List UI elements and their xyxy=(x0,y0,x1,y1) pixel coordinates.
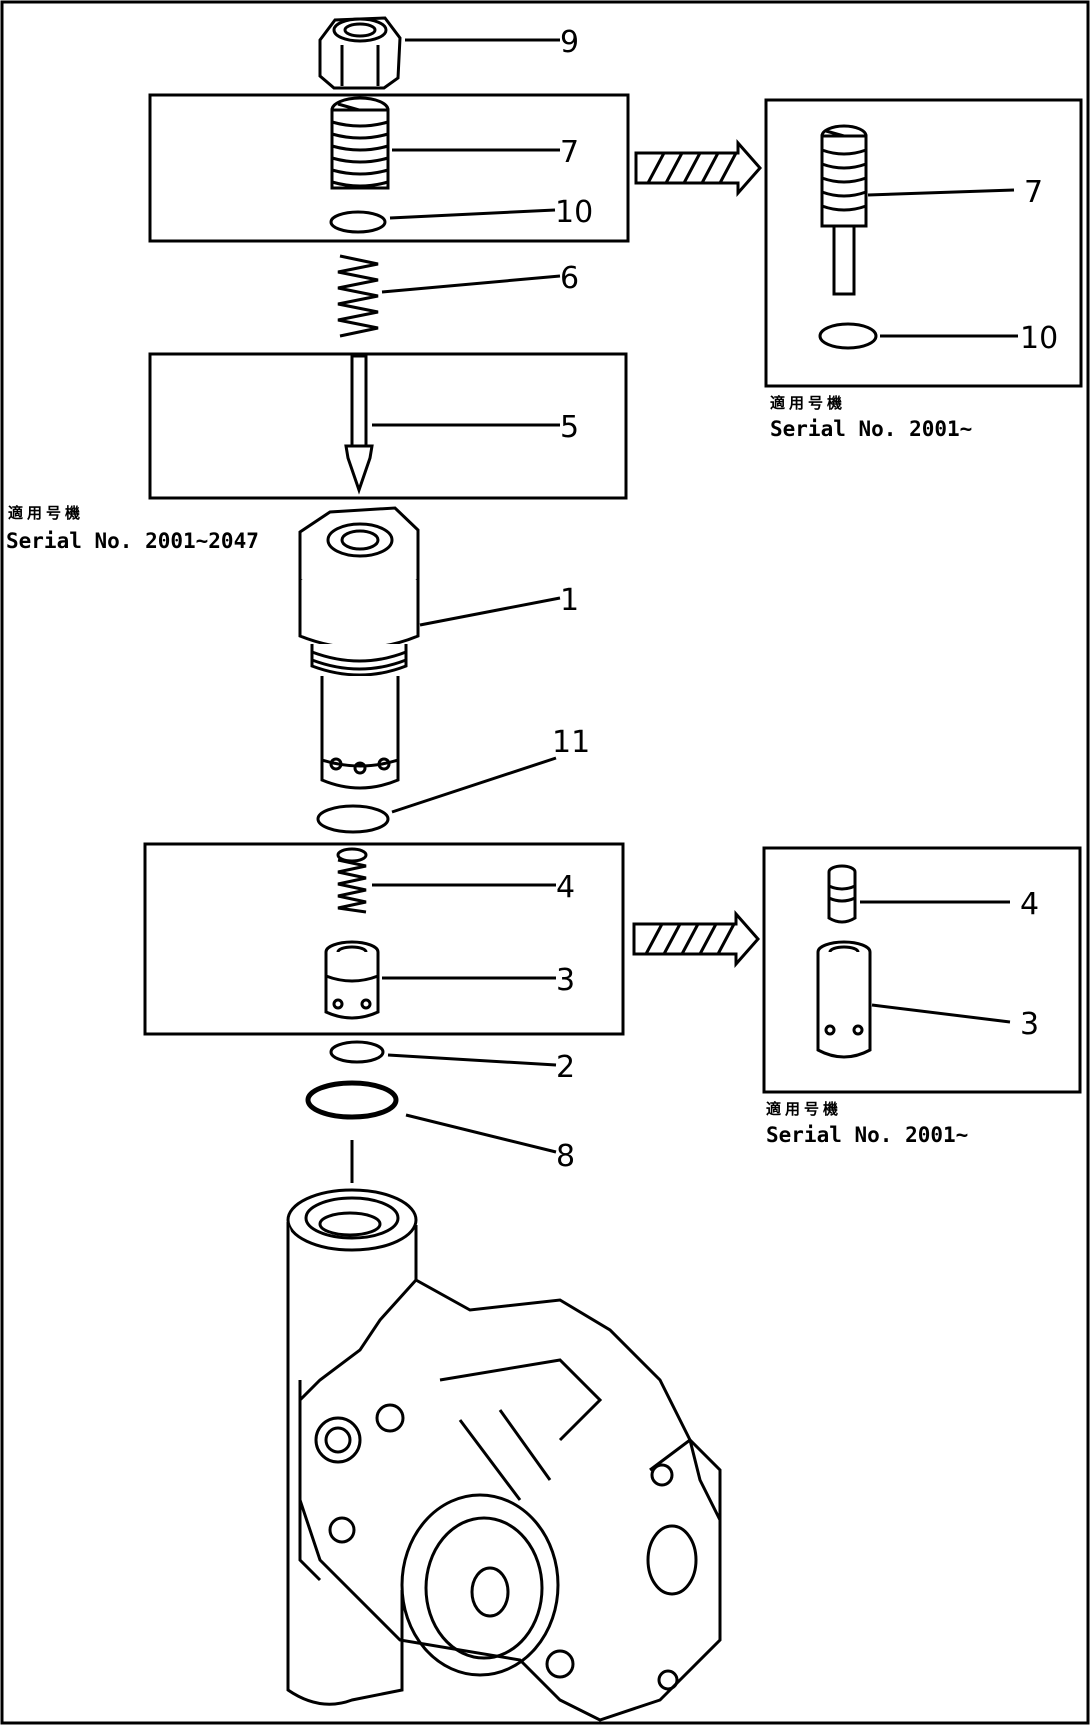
left-note-serial: Serial No. 2001~2047 xyxy=(6,529,259,553)
label-10: 10 xyxy=(555,195,593,230)
inset-bottom-label-4: 4 xyxy=(1020,887,1039,922)
label-5: 5 xyxy=(560,410,579,445)
part-11-o-ring xyxy=(316,804,390,834)
part-8-o-ring xyxy=(305,1080,399,1120)
part-2-ring xyxy=(329,1040,385,1064)
arrow-to-top-inset xyxy=(634,139,762,197)
top-inset-box xyxy=(764,98,1083,388)
inset-part-10-o-ring xyxy=(818,322,878,350)
inset-top-label-7: 7 xyxy=(1024,175,1043,210)
part-7-screw xyxy=(330,96,390,190)
label-8: 8 xyxy=(556,1139,575,1174)
box-part-7-10 xyxy=(148,93,630,243)
part-4-spring xyxy=(336,847,368,914)
label-7: 7 xyxy=(560,135,579,170)
inset-bottom-serial: Serial No. 2001~ xyxy=(766,1123,968,1147)
inset-part-3-spool xyxy=(816,940,872,1059)
part-10-o-ring xyxy=(329,210,387,234)
bottom-inset-box xyxy=(762,846,1082,1094)
label-11: 11 xyxy=(552,725,590,760)
label-4: 4 xyxy=(556,870,575,905)
part-5-pin xyxy=(344,354,374,495)
label-3: 3 xyxy=(556,963,575,998)
inset-bottom-jp: 適用号機 xyxy=(766,1100,842,1118)
inset-top-jp: 適用号機 xyxy=(770,394,846,412)
box-part-4-3 xyxy=(143,842,625,1036)
inset-part-4-plug xyxy=(827,864,857,924)
inset-part-7-screw xyxy=(820,124,868,296)
inset-top-serial: Serial No. 2001~ xyxy=(770,417,972,441)
part-1-valve-body xyxy=(298,506,420,790)
valve-housing xyxy=(286,1188,722,1722)
label-9: 9 xyxy=(560,25,579,60)
label-1: 1 xyxy=(560,583,579,618)
part-6-spring xyxy=(337,254,379,338)
arrow-to-bottom-inset xyxy=(632,910,760,968)
left-note-jp: 適用号機 xyxy=(8,504,84,522)
box-part-5 xyxy=(148,352,628,500)
label-2: 2 xyxy=(556,1050,575,1085)
part-9-nut xyxy=(318,16,402,90)
part-3-spool xyxy=(324,940,380,1020)
inset-top-label-10: 10 xyxy=(1020,321,1058,356)
inset-bottom-label-3: 3 xyxy=(1020,1007,1039,1042)
label-6: 6 xyxy=(560,261,579,296)
